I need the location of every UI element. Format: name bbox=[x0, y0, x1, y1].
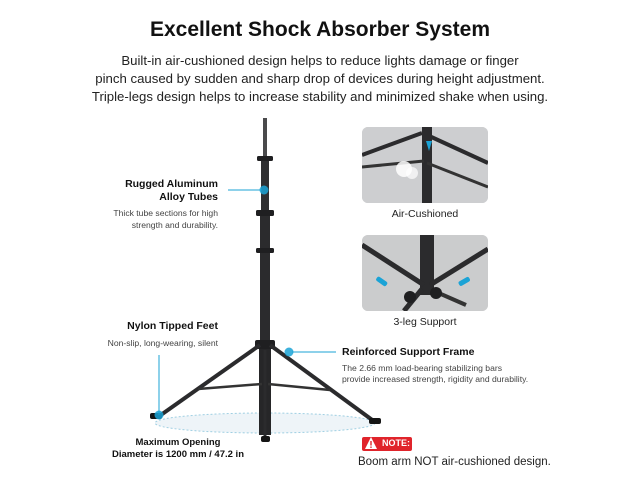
clamp-1 bbox=[257, 156, 273, 161]
tubes-detail-line-1: Thick tube sections for high bbox=[113, 208, 218, 218]
brace-left bbox=[197, 382, 263, 391]
stand-tip bbox=[263, 118, 267, 163]
three-leg-graphic bbox=[362, 235, 488, 311]
description-line-3: Triple-legs design helps to increase sta… bbox=[91, 89, 549, 104]
tubes-label-line-1: Rugged Aluminum bbox=[125, 178, 218, 190]
opening-line-1: Maximum Opening bbox=[135, 437, 221, 448]
frame-detail-line-1: The 2.66 mm load-bearing stabilizing bar… bbox=[342, 363, 503, 373]
air-cushion-graphic bbox=[362, 127, 488, 203]
note-text: Boom arm NOT air-cushioned design. bbox=[358, 456, 551, 468]
stand-middle-tube bbox=[260, 215, 270, 350]
air-cushion-caption: Air-Cushioned bbox=[391, 208, 459, 220]
air-cushion-photo bbox=[362, 127, 488, 203]
tubes-detail-line-2: strength and durability. bbox=[131, 220, 218, 230]
frame-detail-line-2: provide increased strength, rigidity and… bbox=[342, 374, 529, 384]
callout-dot-tubes bbox=[259, 185, 269, 195]
description-line-1: Built-in air-cushioned design helps to r… bbox=[121, 53, 519, 68]
clamp-3 bbox=[256, 248, 274, 253]
down-arrow-icon bbox=[426, 141, 432, 151]
clamp-2 bbox=[256, 210, 274, 216]
three-leg-caption: 3-leg Support bbox=[393, 316, 457, 328]
foot-right bbox=[369, 418, 381, 424]
three-leg-photo bbox=[362, 235, 488, 311]
leg-right bbox=[268, 343, 377, 424]
arrow-right-icon bbox=[458, 277, 470, 286]
callout-dot-feet bbox=[154, 410, 164, 420]
page-title: Excellent Shock Absorber System bbox=[149, 18, 491, 41]
foot-center bbox=[261, 436, 270, 442]
callout-dot-frame bbox=[284, 347, 294, 357]
arrow-left-icon bbox=[376, 276, 388, 287]
leg-left bbox=[156, 343, 262, 419]
opening-line-2: Diameter is 1200 mm / 47.2 in bbox=[111, 449, 245, 460]
feet-label: Nylon Tipped Feet bbox=[127, 320, 218, 332]
tubes-label-line-2: Alloy Tubes bbox=[159, 191, 218, 203]
feet-detail: Non-slip, long-wearing, silent bbox=[107, 338, 218, 348]
description-line-2: pinch caused by sudden and sharp drop of… bbox=[95, 71, 545, 86]
brace-right bbox=[267, 382, 331, 392]
frame-label: Reinforced Support Frame bbox=[342, 346, 475, 358]
note-badge-label: NOTE: bbox=[382, 438, 410, 448]
warning-icon bbox=[365, 437, 377, 449]
